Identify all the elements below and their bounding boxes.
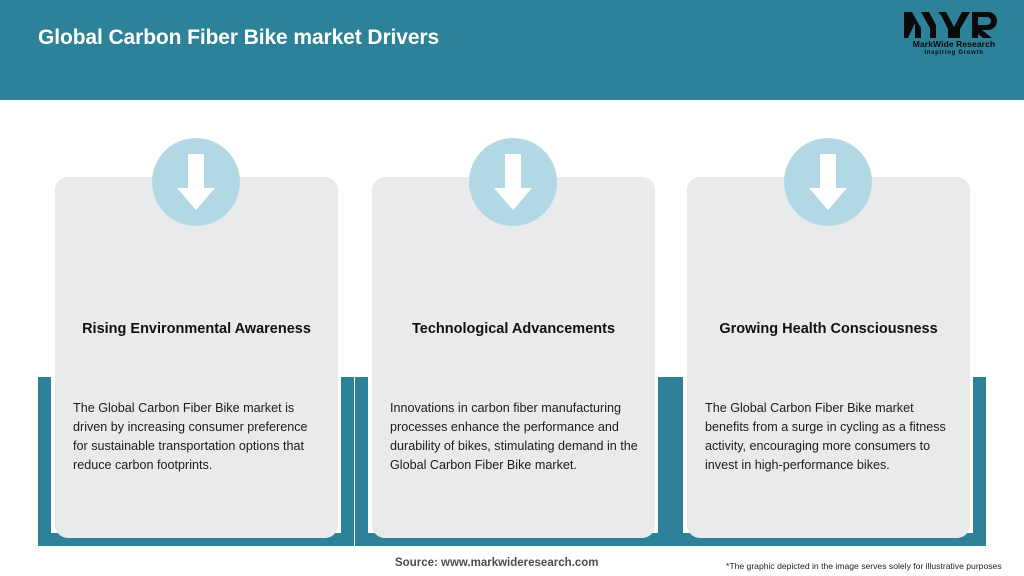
brand-logo: MarkWide Research Inspiring Growth xyxy=(902,8,1006,64)
card-panel: Technological Advancements Innovations i… xyxy=(372,177,655,538)
mwr-logo-icon xyxy=(904,12,997,38)
card-body-text: The Global Carbon Fiber Bike market bene… xyxy=(705,401,946,472)
card-panel: Rising Environmental Awareness The Globa… xyxy=(55,177,338,538)
page-title: Global Carbon Fiber Bike market Drivers xyxy=(38,26,440,49)
disclaimer-label: *The graphic depicted in the image serve… xyxy=(726,561,1002,571)
card-title: Growing Health Consciousness xyxy=(719,321,938,337)
driver-card-3: Growing Health Consciousness The Global … xyxy=(670,100,986,546)
page-header: Global Carbon Fiber Bike market Drivers … xyxy=(0,0,1024,100)
card-panel: Growing Health Consciousness The Global … xyxy=(687,177,970,538)
arrow-down-icon xyxy=(152,138,240,226)
arrow-down-icon xyxy=(784,138,872,226)
logo-tagline: Inspiring Growth xyxy=(924,50,984,56)
card-body-text: Innovations in carbon fiber manufacturin… xyxy=(390,401,638,472)
card-body-text: The Global Carbon Fiber Bike market is d… xyxy=(73,401,308,472)
driver-card-1: Rising Environmental Awareness The Globa… xyxy=(38,100,354,546)
card-title: Rising Environmental Awareness xyxy=(82,321,311,337)
card-title: Technological Advancements xyxy=(411,321,616,337)
arrow-down-icon xyxy=(469,138,557,226)
source-label: Source: www.markwideresearch.com xyxy=(395,557,599,569)
card-frame-accent xyxy=(355,377,671,546)
logo-company-name: MarkWide Research xyxy=(912,39,996,49)
drivers-card-row: Rising Environmental Awareness The Globa… xyxy=(0,100,1024,546)
driver-card-2: Technological Advancements Innovations i… xyxy=(355,100,671,546)
